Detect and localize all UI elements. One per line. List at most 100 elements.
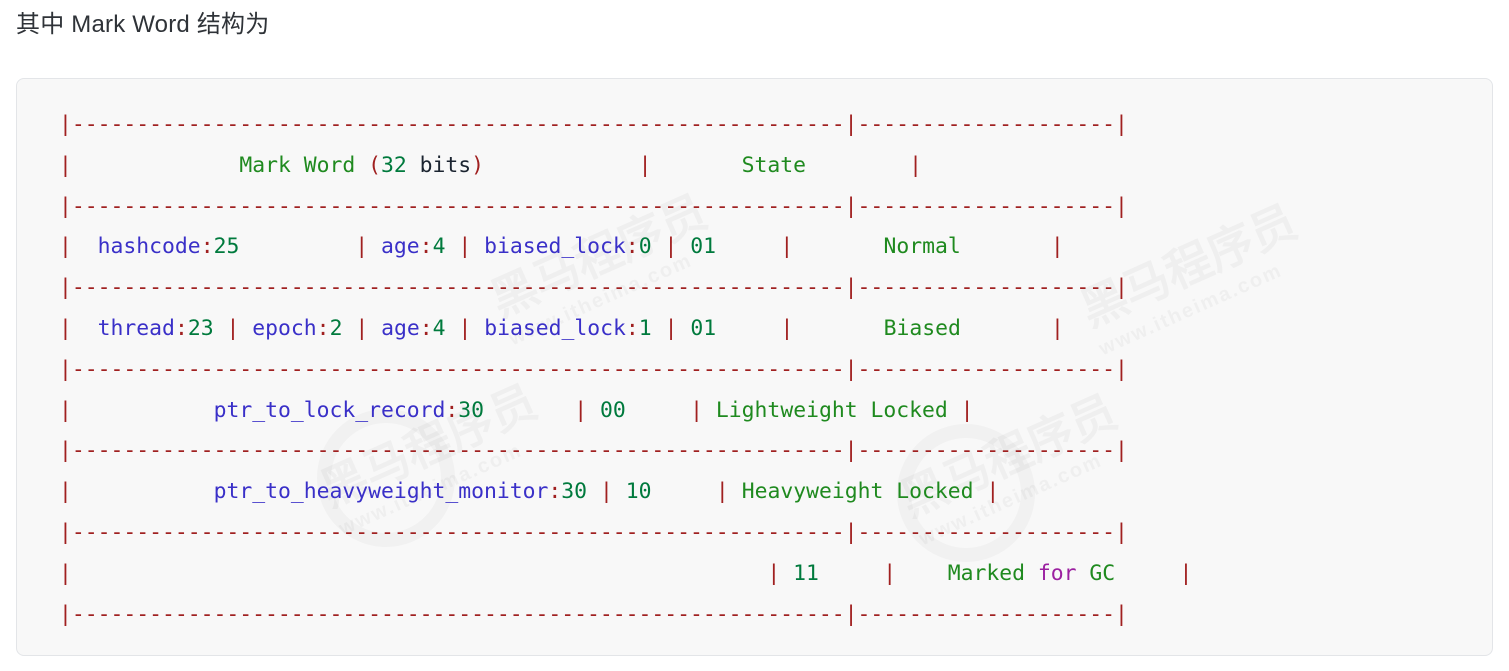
code-token: | <box>664 315 678 341</box>
code-token: Mark Word <box>239 152 369 178</box>
code-line-row-heavyweight: | ptr_to_heavyweight_monitor:30 | 10 | H… <box>59 472 1192 513</box>
code-token: age <box>381 315 420 341</box>
code-token: 23 <box>187 315 214 341</box>
code-token: Normal <box>883 234 961 260</box>
code-token: : <box>316 315 330 341</box>
code-token <box>72 153 239 178</box>
code-token: | <box>59 152 72 178</box>
code-line-sep-2: |---------------------------------------… <box>59 268 1192 309</box>
code-token <box>1076 561 1089 586</box>
code-token <box>72 561 767 586</box>
code-token <box>407 153 420 178</box>
code-line-row-lightweight: | ptr_to_lock_record:30 | 00 | Lightweig… <box>59 391 1192 432</box>
code-token: 4 <box>432 315 446 341</box>
code-token <box>793 316 883 341</box>
code-token: age <box>381 234 420 260</box>
code-token: GC <box>1089 560 1116 586</box>
code-token: 00 <box>599 397 626 423</box>
code-token: 01 <box>690 234 717 260</box>
code-token <box>239 234 355 259</box>
code-token: : <box>419 234 433 260</box>
code-token: 0 <box>638 234 652 260</box>
code-token: | <box>599 479 613 505</box>
code-token <box>368 316 381 341</box>
code-line-sep-bottom: |---------------------------------------… <box>59 595 1192 636</box>
code-token <box>677 234 690 259</box>
code-token: Lightweight Locked <box>715 397 948 423</box>
code-token: 30 <box>458 397 485 423</box>
code-token: hashcode <box>97 234 201 260</box>
code-token: epoch <box>252 315 317 341</box>
code-token <box>716 234 780 259</box>
code-token: |---------------------------------------… <box>59 193 1128 219</box>
code-token <box>368 234 381 259</box>
code-line-sep-3: |---------------------------------------… <box>59 350 1192 391</box>
code-token: biased_lock <box>484 234 626 260</box>
code-token <box>652 479 716 504</box>
code-token: ptr_to_lock_record <box>213 397 446 423</box>
mark-word-ascii-table: |---------------------------------------… <box>59 105 1192 635</box>
code-token: |---------------------------------------… <box>59 519 1128 545</box>
code-line-header: | Mark Word (32 bits) | State | <box>59 146 1192 187</box>
code-token: | <box>909 152 922 178</box>
code-token: | <box>986 479 1000 505</box>
code-token <box>587 479 600 504</box>
code-token <box>72 234 98 259</box>
code-token: | <box>59 560 72 586</box>
code-token: | <box>780 234 794 260</box>
code-token <box>445 234 458 259</box>
code-token: Heavyweight Locked <box>741 479 974 505</box>
code-token: : <box>200 234 214 260</box>
code-token <box>780 561 793 586</box>
code-token: for <box>1037 560 1077 586</box>
code-token: | <box>780 315 794 341</box>
code-token <box>587 398 600 423</box>
code-token: | <box>767 560 781 586</box>
code-token: Biased <box>883 315 961 341</box>
code-token: | <box>664 234 678 260</box>
code-token: | <box>960 397 974 423</box>
code-line-sep-5: |---------------------------------------… <box>59 513 1192 554</box>
code-token <box>613 479 626 504</box>
code-line-row-gc: | | 11 | Marked for GC | <box>59 554 1192 595</box>
code-token <box>729 479 742 504</box>
code-token: State <box>741 152 807 178</box>
code-token: 1 <box>638 315 652 341</box>
code-token <box>652 153 742 178</box>
code-token: | <box>59 397 72 423</box>
code-token: | <box>59 234 72 260</box>
code-token: : <box>625 234 639 260</box>
code-token: thread <box>97 315 175 341</box>
code-line-sep-4: |---------------------------------------… <box>59 431 1192 472</box>
code-token: | <box>574 397 588 423</box>
code-token <box>806 153 909 178</box>
code-token <box>703 398 716 423</box>
code-token <box>239 316 252 341</box>
code-token: 4 <box>432 234 446 260</box>
code-token: |---------------------------------------… <box>59 356 1128 382</box>
code-token: | <box>715 479 729 505</box>
code-token: ( <box>368 152 381 178</box>
code-token: |---------------------------------------… <box>59 438 1128 464</box>
code-token: |---------------------------------------… <box>59 112 1128 137</box>
code-line-row-biased: | thread:23 | epoch:2 | age:4 | biased_l… <box>59 309 1192 350</box>
code-token: Marked <box>947 560 1038 586</box>
code-token: biased_lock <box>484 315 626 341</box>
code-token: | <box>355 234 369 260</box>
code-token: : <box>445 397 459 423</box>
code-token: |---------------------------------------… <box>59 275 1128 301</box>
code-token: | <box>1179 560 1193 586</box>
code-token: | <box>59 479 72 505</box>
code-line-sep-1: |---------------------------------------… <box>59 187 1192 228</box>
code-token <box>974 479 987 504</box>
code-token: : <box>548 479 562 505</box>
code-token <box>484 153 639 178</box>
code-block-card: 黑马程序员 www.itheima.com 黑马程序员 www.itheima.… <box>16 78 1493 656</box>
code-token: 32 <box>381 152 407 178</box>
page-intro-text: 其中 Mark Word 结构为 <box>16 11 270 38</box>
code-token <box>342 316 355 341</box>
code-token <box>652 234 665 259</box>
code-token <box>961 234 1051 259</box>
code-token: | <box>1050 234 1064 260</box>
